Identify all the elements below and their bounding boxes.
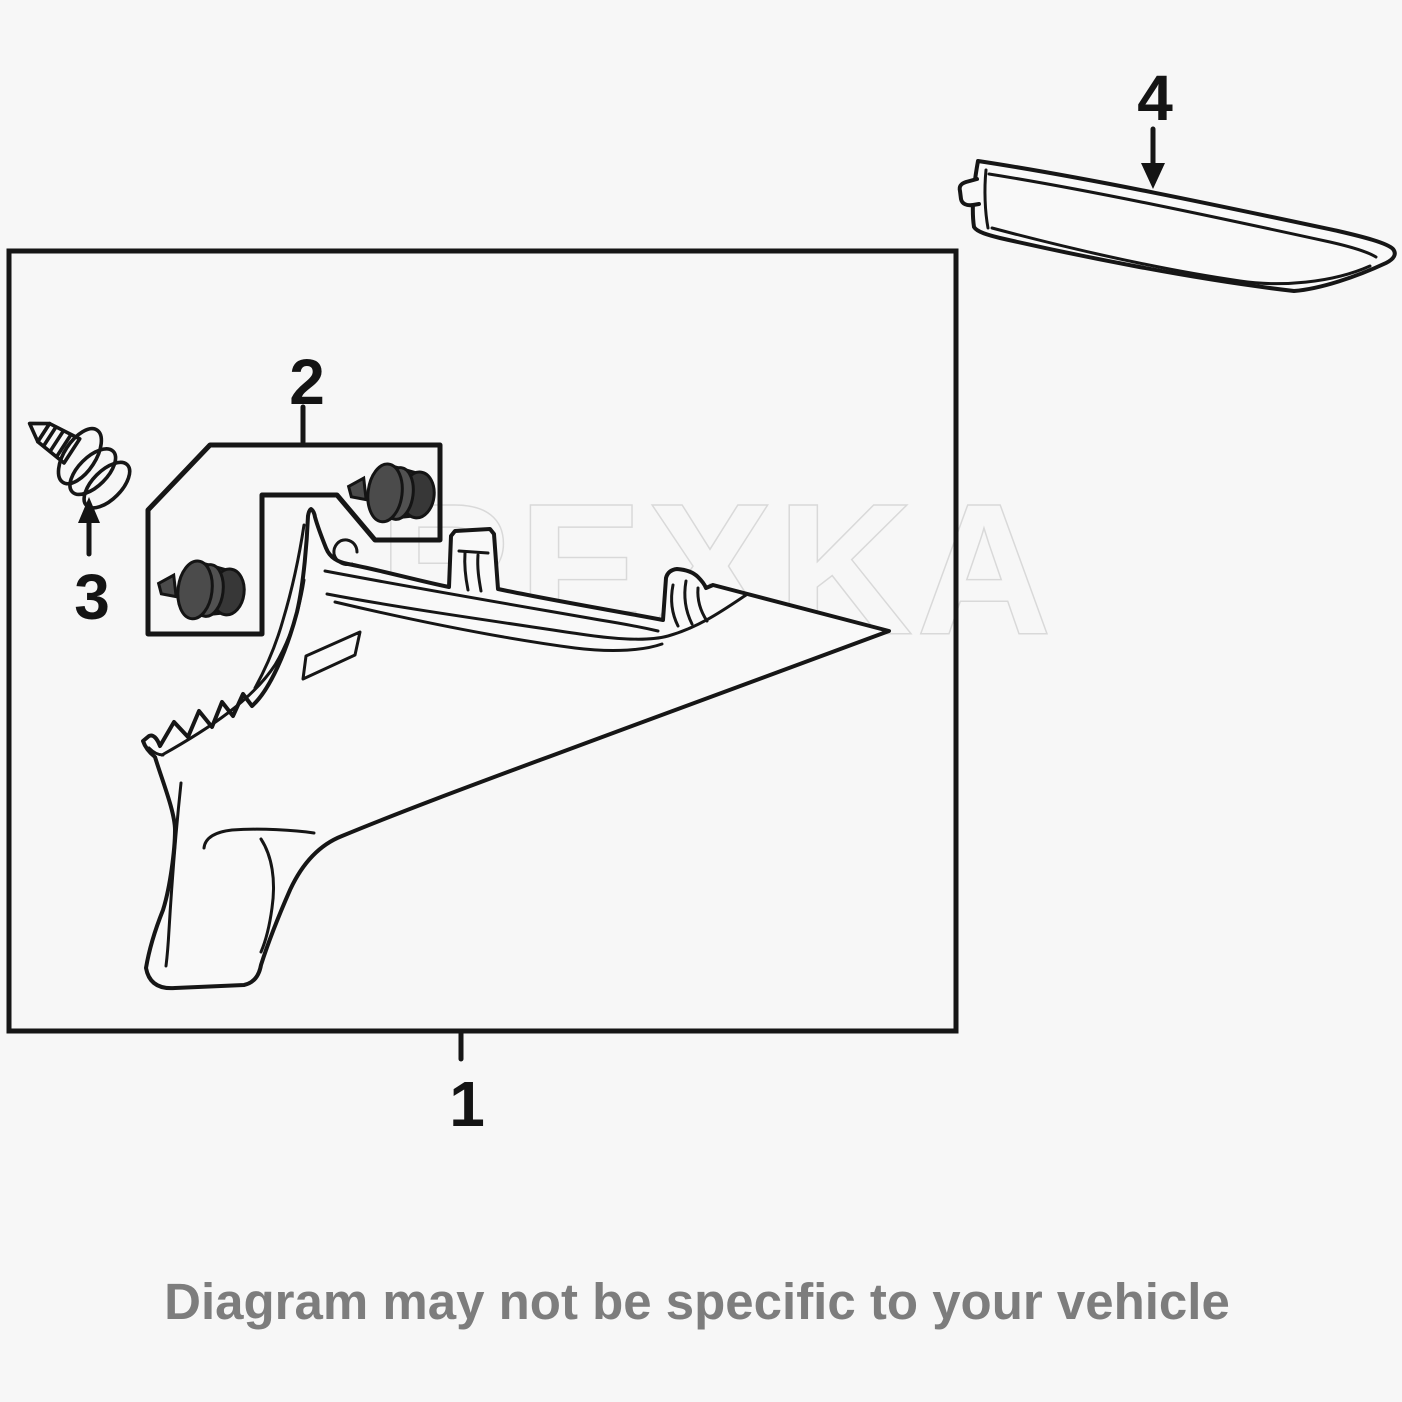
arrow-head: [78, 497, 100, 523]
horn-inner-line: [147, 746, 165, 757]
clip-spring-front: [68, 447, 118, 497]
part-1-label: 1: [449, 1068, 485, 1140]
bump2-tick-2: [683, 579, 694, 626]
trim-strip-outline: [970, 159, 1397, 293]
bump1-tick-right: [476, 553, 483, 593]
screw-fastener-lower: [153, 555, 249, 627]
serration-base-curve: [160, 578, 306, 757]
part-1-pillar-trim: [141, 507, 891, 991]
arrow-head: [1141, 163, 1165, 189]
leg-crease-line: [202, 827, 316, 850]
part-4-label: 4: [1137, 62, 1173, 134]
clip-ridges: [42, 425, 73, 459]
trim-slot: [301, 630, 362, 681]
part-2-bracket-outline: [145, 442, 443, 637]
part-3-arrow: [78, 497, 100, 557]
leg-inner-right-curve: [259, 837, 275, 954]
part-3-push-clip: [27, 421, 132, 510]
rail-inner-line: [323, 569, 660, 633]
trim-strip-bottom-contour: [990, 226, 1372, 286]
bump2-tick-1: [670, 583, 680, 628]
diagram-box: [6, 248, 959, 1034]
pillar-inner-line: [253, 523, 306, 690]
part-4-trim-strip: [957, 159, 1397, 293]
part-4-arrow: [1141, 126, 1165, 189]
part-2-label: 2: [289, 346, 325, 418]
pillar-trim-outline: [141, 507, 891, 991]
trim-strip-left-contour: [983, 168, 990, 230]
bump2-tick-3: [696, 586, 709, 623]
part-3-label: 3: [74, 561, 110, 633]
rail-end-curl: [332, 538, 359, 566]
rail-bottom-edge: [325, 592, 748, 641]
trim-strip-top-contour: [987, 172, 1378, 259]
disclaimer-text: Diagram may not be specific to your vehi…: [164, 1273, 1230, 1330]
bump1-base-line: [457, 549, 490, 555]
leg-inner-left-line: [164, 781, 183, 968]
trim-strip-tab: [957, 177, 981, 208]
rail-lower-edge: [333, 600, 664, 652]
bump1-tick-left: [463, 551, 470, 592]
